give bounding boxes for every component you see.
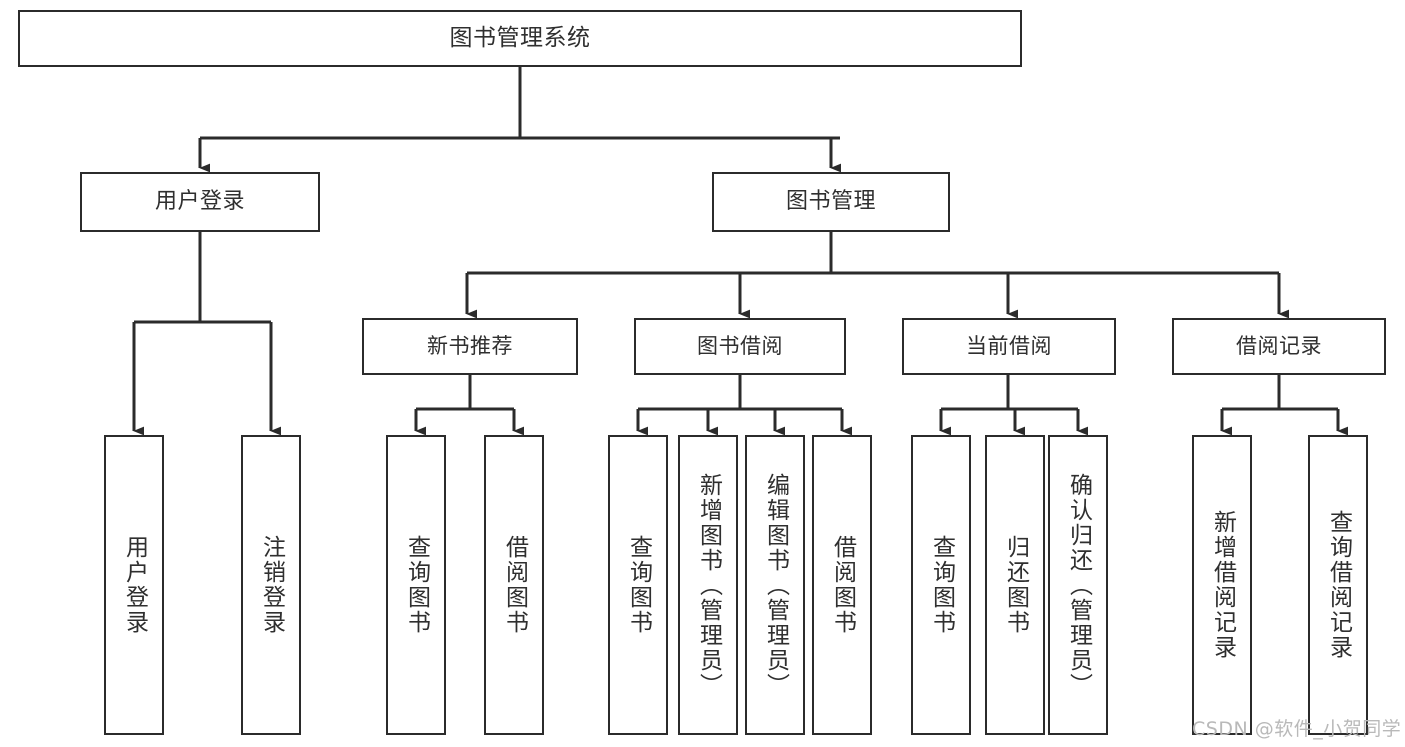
leaf-logout-label: 注销登录 xyxy=(258,535,285,635)
leaf-return-book[interactable]: 归还图书 xyxy=(985,435,1045,735)
node-book-borrow[interactable]: 图书借阅 xyxy=(634,318,846,375)
leaf-confirm-return-admin-label: 确认归还（管理员） xyxy=(1065,472,1092,698)
leaf-query-books-new[interactable]: 查询图书 xyxy=(386,435,446,735)
leaf-add-borrow-record[interactable]: 新增借阅记录 xyxy=(1192,435,1252,735)
leaf-query-borrow-record-label: 查询借阅记录 xyxy=(1325,510,1352,660)
leaf-query-books-current-label: 查询图书 xyxy=(928,535,955,635)
leaf-borrow-books-new-label: 借阅图书 xyxy=(501,535,528,635)
leaf-logout[interactable]: 注销登录 xyxy=(241,435,301,735)
leaf-user-login[interactable]: 用户登录 xyxy=(104,435,164,735)
node-user-login-label: 用户登录 xyxy=(154,189,245,215)
leaf-add-book-admin-label: 新增图书（管理员） xyxy=(695,472,722,698)
node-borrow-records[interactable]: 借阅记录 xyxy=(1172,318,1386,375)
leaf-add-book-admin[interactable]: 新增图书（管理员） xyxy=(678,435,738,735)
leaf-edit-book-admin-label: 编辑图书（管理员） xyxy=(762,472,789,698)
leaf-add-borrow-record-label: 新增借阅记录 xyxy=(1209,510,1236,660)
leaf-user-login-label: 用户登录 xyxy=(121,535,148,635)
leaf-query-books-new-label: 查询图书 xyxy=(403,535,430,635)
leaf-return-book-label: 归还图书 xyxy=(1002,535,1029,635)
leaf-confirm-return-admin[interactable]: 确认归还（管理员） xyxy=(1048,435,1108,735)
leaf-borrow-books-new[interactable]: 借阅图书 xyxy=(484,435,544,735)
node-book-management[interactable]: 图书管理 xyxy=(712,172,950,232)
leaf-query-books-current[interactable]: 查询图书 xyxy=(911,435,971,735)
node-new-book-recommend-label: 新书推荐 xyxy=(427,334,513,359)
leaf-query-borrow-record[interactable]: 查询借阅记录 xyxy=(1308,435,1368,735)
node-book-management-label: 图书管理 xyxy=(785,189,876,215)
leaf-borrow-book-label: 借阅图书 xyxy=(829,535,856,635)
csdn-watermark: CSDN @软件_小贺同学 xyxy=(1192,718,1402,740)
leaf-query-books-borrow-label: 查询图书 xyxy=(625,535,652,635)
node-current-borrow[interactable]: 当前借阅 xyxy=(902,318,1116,375)
leaf-borrow-book[interactable]: 借阅图书 xyxy=(812,435,872,735)
node-borrow-records-label: 借阅记录 xyxy=(1236,334,1322,359)
node-root-system[interactable]: 图书管理系统 xyxy=(18,10,1022,67)
node-new-book-recommend[interactable]: 新书推荐 xyxy=(362,318,578,375)
leaf-query-books-borrow[interactable]: 查询图书 xyxy=(608,435,668,735)
leaf-edit-book-admin[interactable]: 编辑图书（管理员） xyxy=(745,435,805,735)
node-book-borrow-label: 图书借阅 xyxy=(697,334,783,359)
node-root-system-label: 图书管理系统 xyxy=(449,24,591,51)
node-user-login[interactable]: 用户登录 xyxy=(80,172,320,232)
node-current-borrow-label: 当前借阅 xyxy=(966,334,1052,359)
